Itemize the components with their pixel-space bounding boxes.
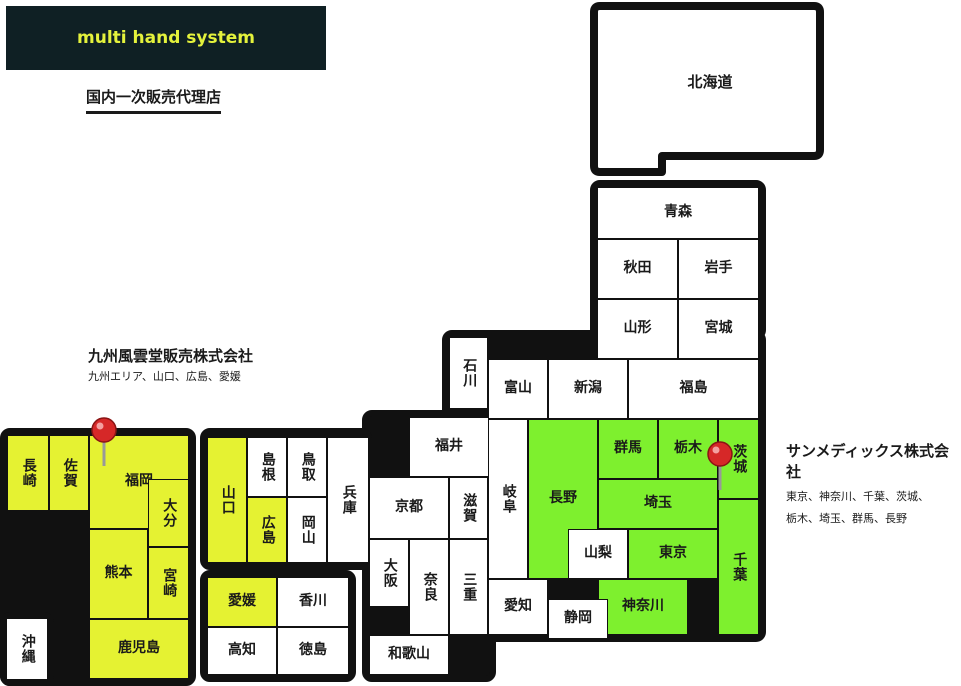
pref-yamagata[interactable]: 山形	[597, 299, 678, 359]
pref-osaka[interactable]: 大阪	[369, 539, 409, 607]
pref-gunma[interactable]: 群馬	[598, 419, 658, 479]
pref-kanagawa[interactable]: 神奈川	[598, 579, 688, 635]
pref-saitama[interactable]: 埼玉	[598, 479, 718, 529]
agent-kanto-area-line1: 東京、神奈川、千葉、茨城、	[786, 490, 929, 503]
pref-gifu[interactable]: 岐阜	[488, 419, 528, 579]
agent-kyushu-name: 九州風雲堂販売株式会社	[88, 347, 254, 365]
pref-miyazaki[interactable]: 宮崎	[148, 547, 189, 619]
pref-shiga[interactable]: 滋賀	[449, 477, 488, 539]
agent-kanto-name: サンメディックス株式会社	[786, 442, 950, 481]
pref-kyoto[interactable]: 京都	[369, 477, 449, 539]
agent-kanto: サンメディックス株式会社 東京、神奈川、千葉、茨城、 栃木、埼玉、群馬、長野	[786, 440, 961, 530]
pref-fukushima[interactable]: 福島	[628, 359, 759, 419]
pref-yamanashi[interactable]: 山梨	[568, 529, 628, 579]
pref-aomori[interactable]: 青森	[597, 187, 759, 239]
pref-nara[interactable]: 奈良	[409, 539, 449, 635]
pref-oita[interactable]: 大分	[148, 479, 189, 547]
pref-wakayama[interactable]: 和歌山	[369, 635, 449, 675]
brand-name: multi hand system	[77, 28, 255, 48]
pref-tottori[interactable]: 鳥取	[287, 437, 327, 497]
pref-kagoshima[interactable]: 鹿児島	[89, 619, 189, 679]
pref-hokkaido[interactable]: 北海道	[687, 72, 733, 91]
pref-saga[interactable]: 佐賀	[49, 435, 89, 511]
pref-kagawa[interactable]: 香川	[277, 577, 349, 627]
brand-logo: multi hand system	[6, 6, 326, 70]
pref-chiba[interactable]: 千葉	[718, 499, 759, 635]
hokkaido-region	[590, 2, 824, 176]
pref-okayama[interactable]: 岡山	[287, 497, 327, 563]
pref-mie[interactable]: 三重	[449, 539, 488, 635]
pref-aichi[interactable]: 愛知	[488, 579, 548, 635]
pref-akita[interactable]: 秋田	[597, 239, 678, 299]
pref-okinawa[interactable]: 沖縄	[6, 618, 48, 680]
pref-miyagi[interactable]: 宮城	[678, 299, 759, 359]
agent-kyushu-area: 九州エリア、山口、広島、愛媛	[88, 370, 241, 383]
pref-hiroshima[interactable]: 広島	[247, 497, 287, 563]
pref-tokyo[interactable]: 東京	[628, 529, 718, 579]
agent-kyushu: 九州風雲堂販売株式会社 九州エリア、山口、広島、愛媛	[88, 345, 253, 388]
pref-ehime[interactable]: 愛媛	[207, 577, 277, 627]
pref-niigata[interactable]: 新潟	[548, 359, 628, 419]
pref-tokushima[interactable]: 徳島	[277, 627, 349, 675]
location-pin-icon	[707, 441, 733, 490]
pref-toyama[interactable]: 富山	[488, 359, 548, 419]
pref-ishikawa[interactable]: 石川	[449, 337, 488, 409]
location-pin-icon	[91, 417, 117, 466]
pref-fukui[interactable]: 福井	[409, 417, 489, 477]
agent-kanto-area-line2: 栃木、埼玉、群馬、長野	[786, 512, 907, 525]
page-subtitle: 国内一次販売代理店	[86, 86, 222, 114]
pref-nagasaki[interactable]: 長崎	[7, 435, 49, 511]
pref-yamaguchi[interactable]: 山口	[207, 437, 247, 563]
pref-shizuoka[interactable]: 静岡	[548, 599, 608, 639]
pref-iwate[interactable]: 岩手	[678, 239, 759, 299]
pref-hyogo[interactable]: 兵庫	[327, 437, 369, 563]
pref-shimane[interactable]: 島根	[247, 437, 287, 497]
pref-kumamoto[interactable]: 熊本	[89, 529, 148, 619]
pref-kochi[interactable]: 高知	[207, 627, 277, 675]
